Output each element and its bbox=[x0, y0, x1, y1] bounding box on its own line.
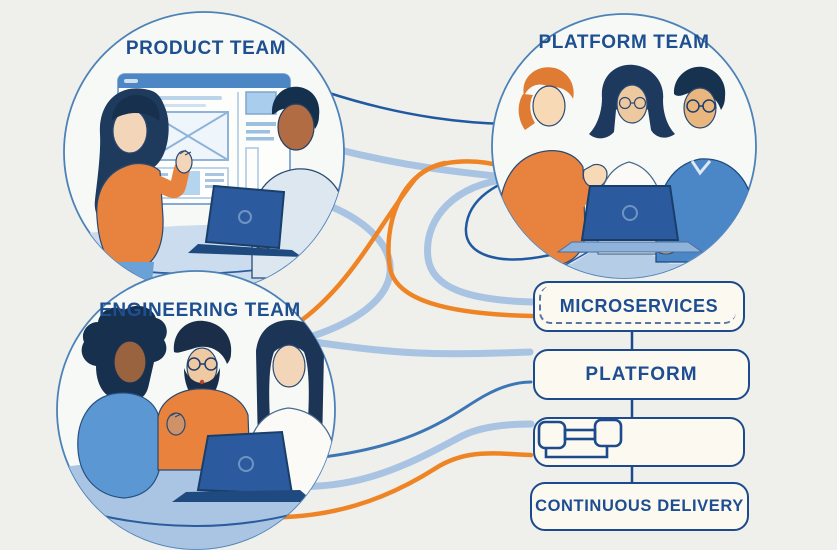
hand bbox=[582, 163, 608, 188]
node-pipeline bbox=[533, 417, 745, 467]
hand-drawn-dashes bbox=[539, 286, 736, 324]
node-microservices: MICROSERVICES bbox=[533, 281, 745, 332]
connector-lines bbox=[237, 90, 634, 520]
engineering-team-title: ENGINEERING TEAM bbox=[99, 300, 301, 321]
node-platform: PLATFORM bbox=[533, 349, 750, 400]
laptop-icon bbox=[556, 185, 704, 253]
hand bbox=[175, 150, 193, 174]
edge-engineering-platform-thin bbox=[313, 380, 533, 460]
laptop-icon bbox=[188, 184, 302, 257]
hair bbox=[173, 320, 232, 364]
edge-engineering-pipeline-thick bbox=[276, 420, 535, 490]
edge-platformteam-microservices-orange bbox=[386, 160, 535, 319]
edge-engineering-platform-thick bbox=[296, 336, 534, 358]
platform-team-circle bbox=[491, 13, 757, 279]
node-continuous-delivery-label: CONTINUOUS DELIVERY bbox=[535, 497, 744, 515]
product-team-title: PRODUCT TEAM bbox=[125, 38, 287, 59]
hair bbox=[256, 320, 324, 448]
pipeline-blocks-icon bbox=[537, 419, 623, 459]
edge-platformteam-microservices-lightblue bbox=[424, 176, 536, 306]
platform-team-title: PLATFORM TEAM bbox=[538, 32, 710, 53]
hair bbox=[523, 67, 574, 99]
node-microservices-label: MICROSERVICES bbox=[559, 296, 719, 316]
product-team-circle bbox=[63, 11, 345, 293]
node-continuous-delivery: CONTINUOUS DELIVERY bbox=[530, 482, 749, 531]
shirt bbox=[77, 392, 162, 499]
edge-engineering-pipeline-orange bbox=[237, 451, 534, 520]
node-platform-label: PLATFORM bbox=[585, 363, 698, 385]
laptop-icon bbox=[172, 430, 314, 502]
